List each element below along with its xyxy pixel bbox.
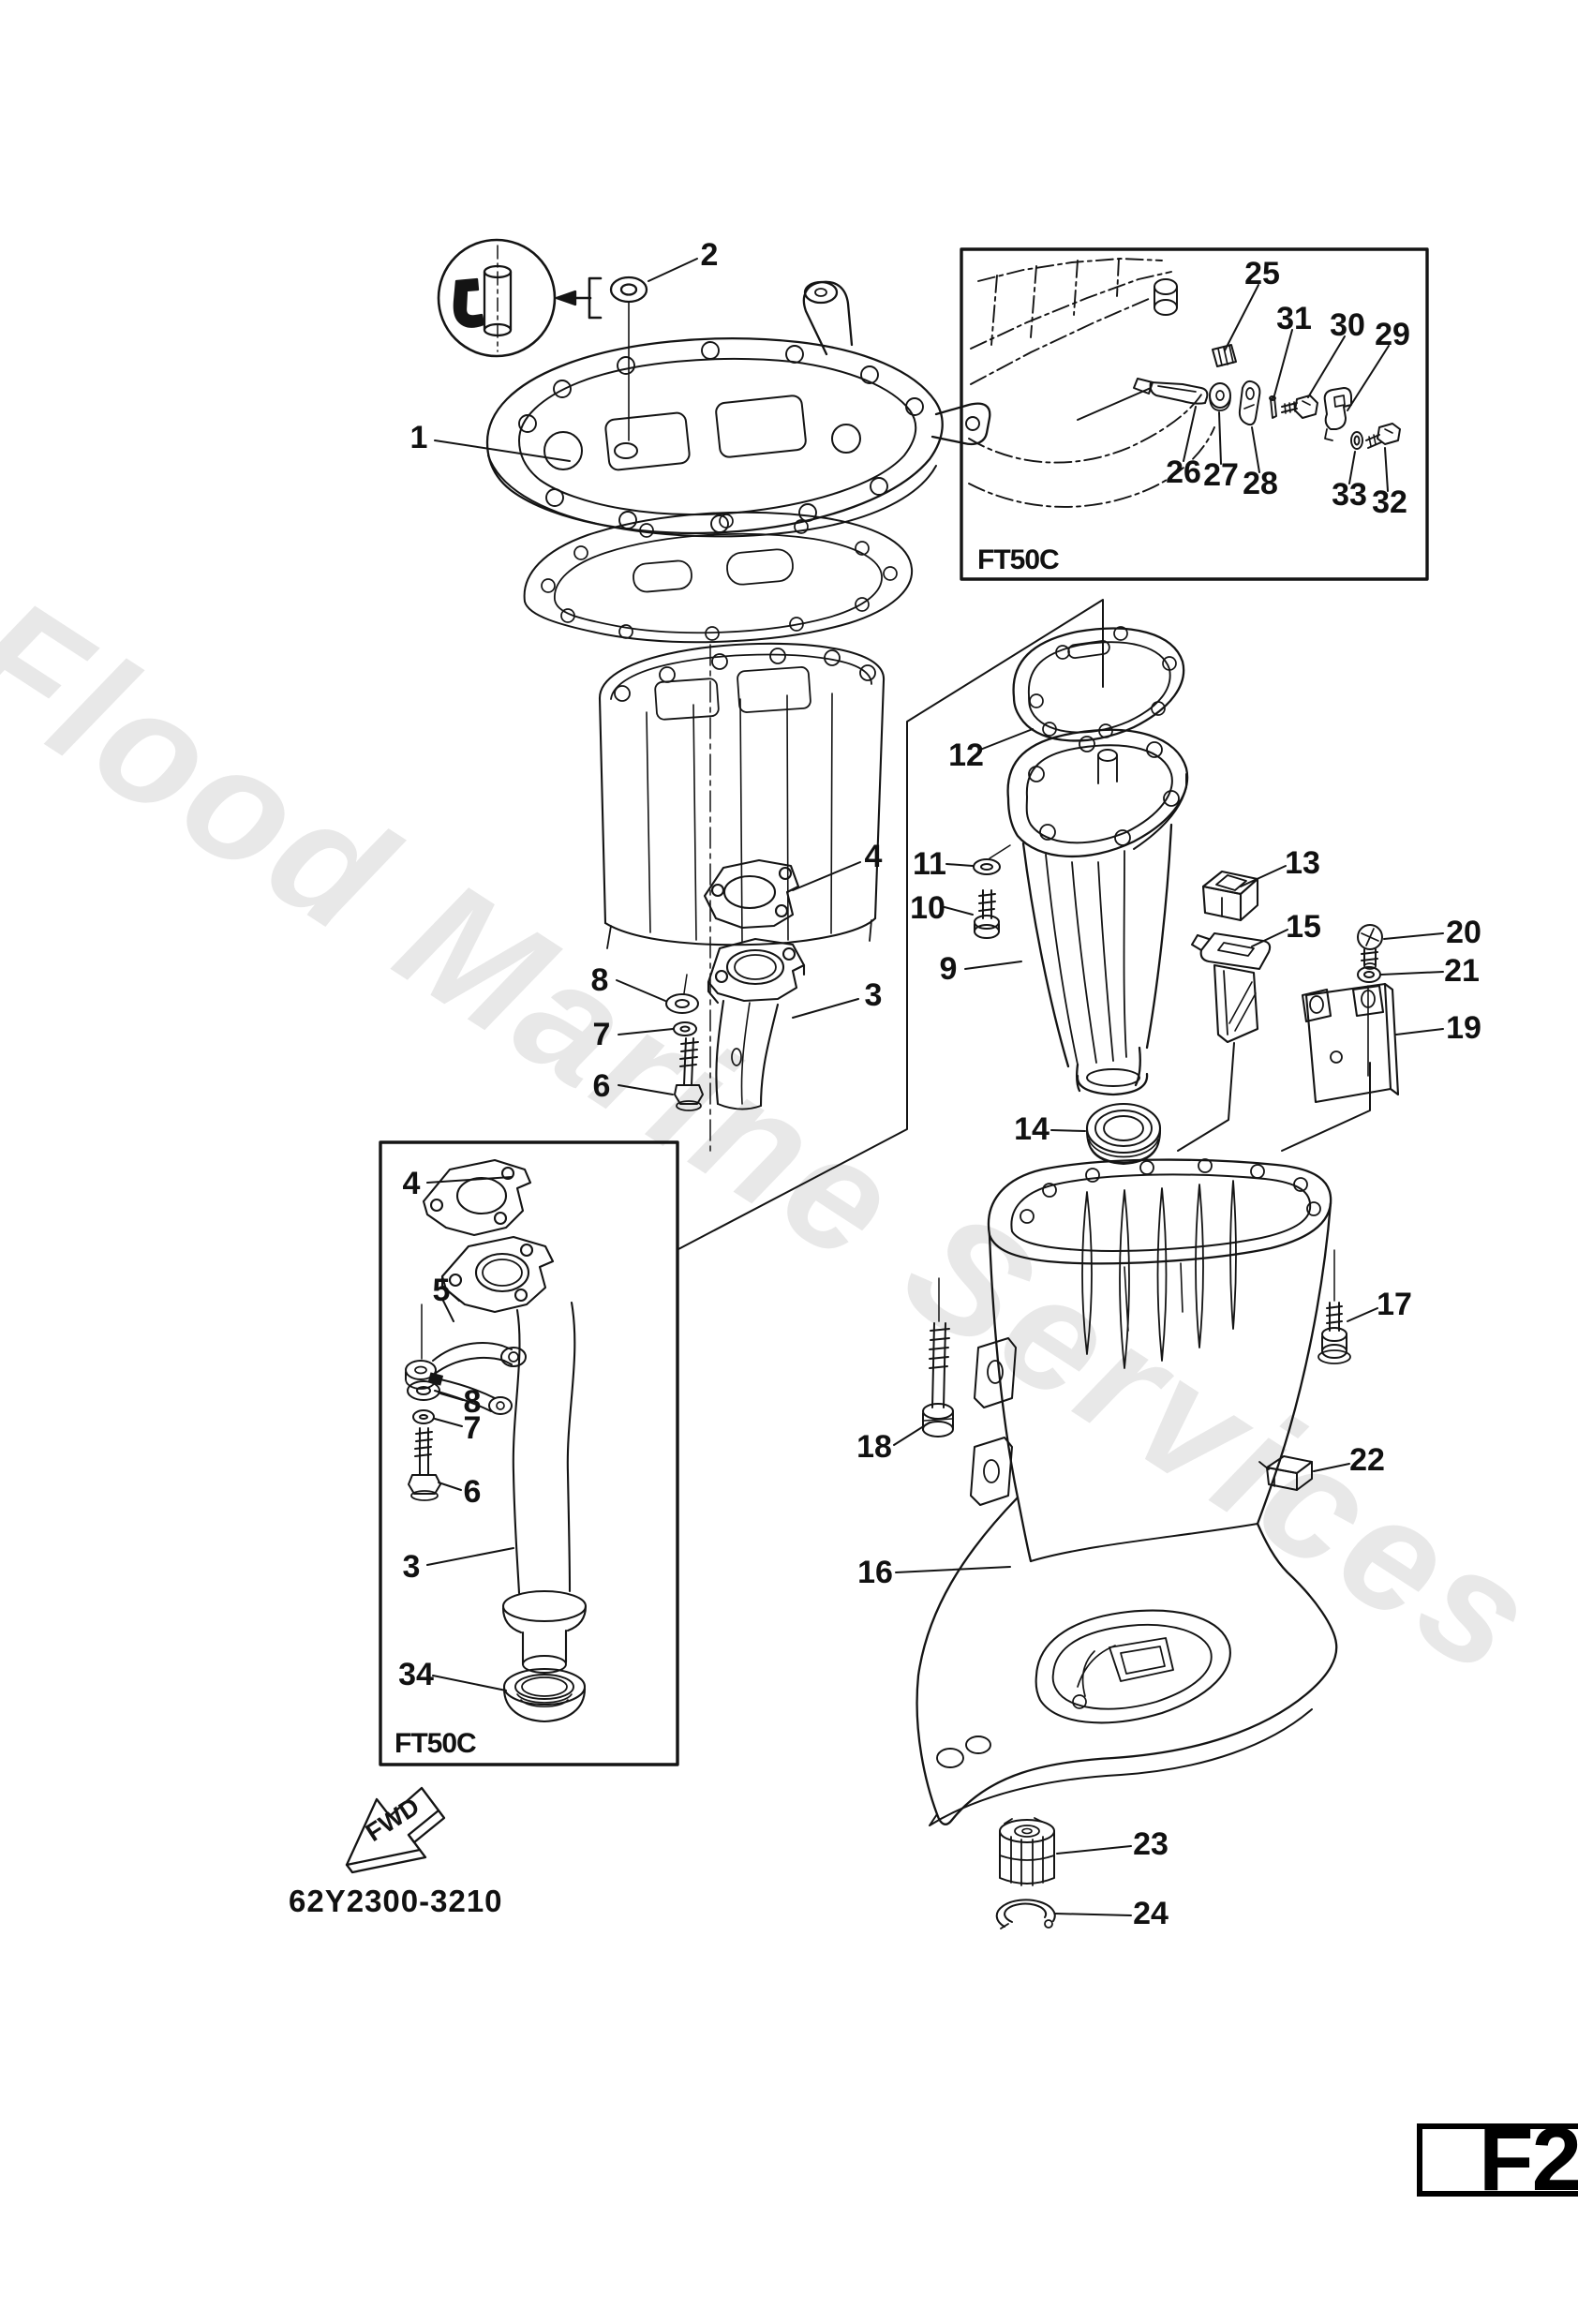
inset-bl-seal-34 bbox=[502, 1667, 587, 1723]
callout-8-inset: 8 bbox=[463, 1384, 482, 1420]
part-14-seal bbox=[1085, 1102, 1162, 1166]
callout-4: 4 bbox=[864, 839, 883, 874]
callout-7: 7 bbox=[592, 1017, 611, 1052]
callout-6-inset: 6 bbox=[463, 1474, 482, 1510]
inset-bl-washer-7 bbox=[412, 1409, 435, 1424]
part-13-damper bbox=[1201, 870, 1259, 922]
reference-oil-pan bbox=[598, 642, 886, 1155]
inset-bl-gasket-4 bbox=[422, 1158, 532, 1237]
part-1-exhaust-guide bbox=[485, 280, 991, 538]
callout-1: 1 bbox=[409, 420, 428, 455]
callout-5-inset: 5 bbox=[432, 1273, 451, 1308]
reference-lines bbox=[677, 599, 1371, 1250]
callout-16: 16 bbox=[857, 1555, 893, 1590]
part-15-seal-plate bbox=[1190, 931, 1272, 1044]
part-17-bolt bbox=[1317, 1249, 1351, 1364]
part-23-bushing bbox=[999, 1817, 1055, 1886]
model-label-bottom-left: FT50C bbox=[394, 1728, 477, 1759]
part-11-washer bbox=[973, 844, 1011, 875]
callout-22: 22 bbox=[1349, 1442, 1385, 1478]
callout-34-inset: 34 bbox=[398, 1657, 434, 1692]
part-31-pin bbox=[1269, 395, 1277, 419]
callout-28: 28 bbox=[1243, 466, 1278, 501]
reference-gasket bbox=[523, 511, 914, 644]
part-33-ring bbox=[1350, 431, 1363, 450]
callout-10: 10 bbox=[910, 890, 945, 926]
callout-11: 11 bbox=[913, 846, 946, 882]
fwd-arrow: FWD bbox=[345, 1786, 446, 1874]
part-28-cam bbox=[1238, 380, 1261, 426]
callout-8: 8 bbox=[590, 962, 609, 998]
part-4-gasket-main bbox=[703, 858, 800, 930]
part-30-bolt bbox=[1281, 395, 1318, 419]
callout-14: 14 bbox=[1014, 1111, 1050, 1147]
leader-lines bbox=[426, 258, 1444, 1916]
part-19-bracket bbox=[1301, 982, 1400, 1104]
part-25-spring bbox=[1212, 344, 1237, 367]
callout-3: 3 bbox=[864, 977, 883, 1013]
model-label-top-right: FT50C bbox=[977, 544, 1060, 575]
fwd-arrow-label: FWD bbox=[361, 1792, 424, 1847]
callout-27: 27 bbox=[1203, 457, 1239, 493]
callout-24: 24 bbox=[1133, 1896, 1169, 1931]
callout-29: 29 bbox=[1375, 317, 1410, 352]
callout-15: 15 bbox=[1286, 909, 1321, 945]
callout-7-inset: 7 bbox=[463, 1410, 482, 1446]
inset-bottom-left-box bbox=[379, 1140, 679, 1766]
callout-18: 18 bbox=[856, 1429, 892, 1465]
callout-3-inset: 3 bbox=[402, 1549, 421, 1585]
callout-33: 33 bbox=[1332, 477, 1367, 513]
inset-bottom-left bbox=[379, 1140, 679, 1766]
part-29-clamp bbox=[1323, 387, 1352, 441]
callout-20: 20 bbox=[1446, 915, 1481, 950]
callout-4-inset: 4 bbox=[402, 1166, 421, 1201]
part-10-bolt bbox=[974, 889, 1000, 939]
part-20-screw bbox=[1357, 924, 1383, 970]
callout-26: 26 bbox=[1166, 454, 1201, 490]
callout-2: 2 bbox=[700, 237, 719, 273]
part-22-anode bbox=[1258, 1455, 1313, 1491]
inset-top-right-box bbox=[960, 247, 1429, 581]
part-3-tube-main bbox=[707, 937, 806, 1110]
part-27-bushing bbox=[1209, 382, 1231, 411]
callout-13: 13 bbox=[1285, 845, 1320, 881]
part-7-washer-main bbox=[673, 1021, 697, 1036]
page-ref: F2 bbox=[1478, 2109, 1578, 2210]
callout-9: 9 bbox=[939, 951, 958, 987]
callout-21: 21 bbox=[1444, 953, 1480, 989]
inset-top-right bbox=[960, 247, 1429, 581]
callout-23: 23 bbox=[1133, 1826, 1169, 1862]
inset-tr-powerhead-reference bbox=[968, 258, 1215, 508]
callout-12: 12 bbox=[948, 737, 984, 773]
callout-31: 31 bbox=[1276, 301, 1312, 336]
inset-bl-bolt-6 bbox=[408, 1427, 441, 1501]
inset-bl-washer-8 bbox=[407, 1380, 440, 1401]
part-18-bolt bbox=[922, 1277, 954, 1438]
part-32-bolt bbox=[1365, 423, 1401, 449]
callout-6: 6 bbox=[592, 1068, 611, 1104]
part-24-circlip bbox=[995, 1899, 1056, 1929]
page-ref-box: F2 bbox=[1417, 2115, 1578, 2205]
part-26-shift-rod bbox=[1133, 378, 1209, 405]
callout-25: 25 bbox=[1244, 256, 1280, 291]
inset-bl-tube-3 bbox=[440, 1235, 588, 1674]
part-12-gasket bbox=[1012, 626, 1185, 742]
part-9-muffler bbox=[1006, 728, 1189, 1096]
part-16-upper-casing bbox=[916, 1158, 1338, 1826]
part-6-bolt-main bbox=[674, 1037, 704, 1111]
inset-tr-powerhead-boss bbox=[1154, 278, 1178, 316]
drawing-code: 62Y2300-3210 bbox=[289, 1884, 503, 1918]
callout-19: 19 bbox=[1446, 1010, 1481, 1046]
callout-32: 32 bbox=[1372, 484, 1407, 520]
callout-30: 30 bbox=[1330, 307, 1365, 343]
part-8-washer-main bbox=[665, 974, 699, 1014]
part-2-washer-detail bbox=[437, 238, 648, 441]
callout-17: 17 bbox=[1377, 1287, 1412, 1322]
